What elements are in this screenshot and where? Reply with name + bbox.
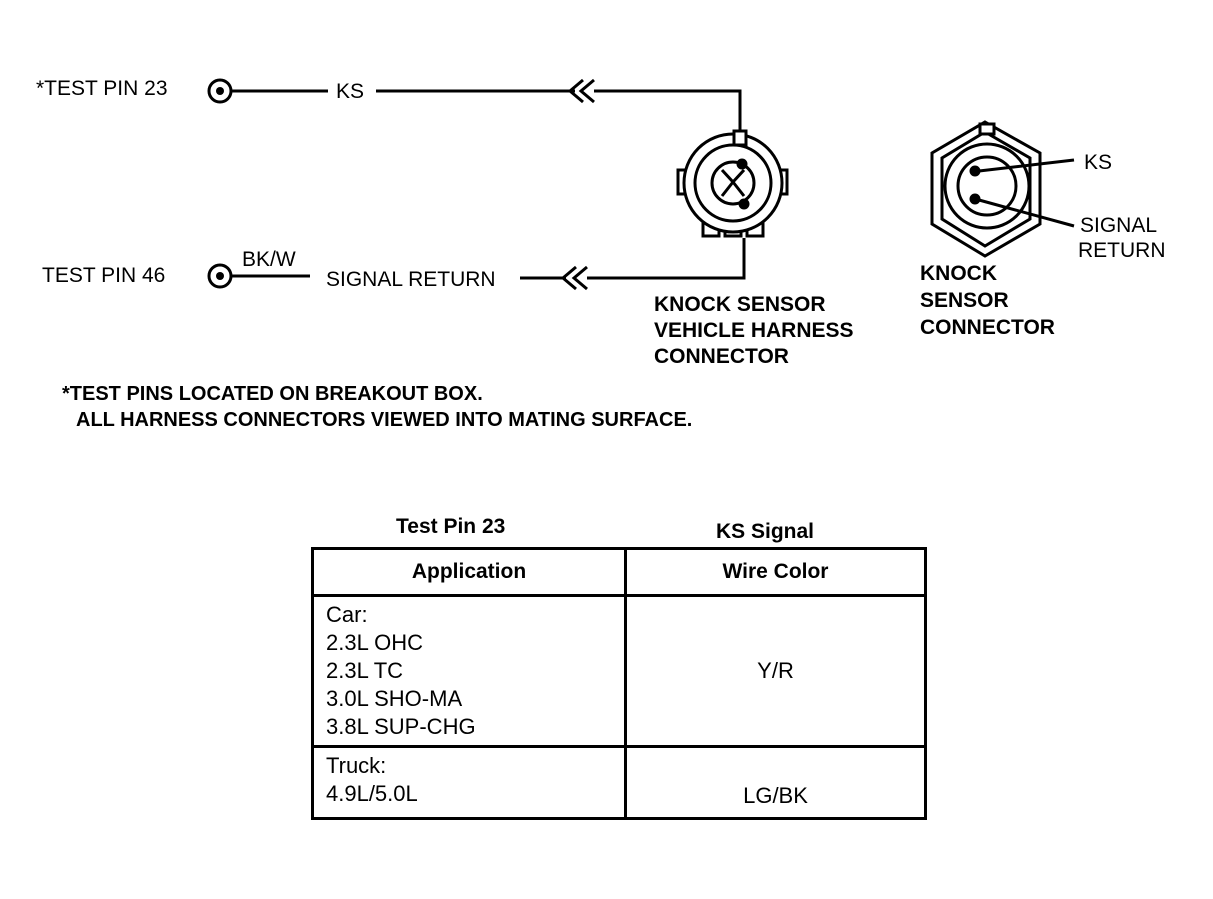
table-row: Truck: 4.9L/5.0L LG/BK xyxy=(311,745,927,820)
application-line: 3.8L SUP-CHG xyxy=(326,714,476,739)
application-line: 4.9L/5.0L xyxy=(326,781,418,806)
wire-color-table: Application Wire Color Car: 2.3L OHC 2.3… xyxy=(311,547,927,820)
test-pin-46-terminal-icon xyxy=(207,263,233,289)
harness-connector-label-line-3: CONNECTOR xyxy=(654,345,789,368)
header-wire-color: Wire Color xyxy=(624,547,927,597)
table-row: Car: 2.3L OHC 2.3L TC 3.0L SHO-MA 3.8L S… xyxy=(311,594,927,748)
note-test-pins: *TEST PINS LOCATED ON BREAKOUT BOX. xyxy=(62,383,483,405)
harness-connector-label-line-2: VEHICLE HARNESS xyxy=(654,319,854,342)
table-title-test-pin: Test Pin 23 xyxy=(396,515,506,538)
harness-connector-icon xyxy=(676,129,789,238)
application-line: Truck: xyxy=(326,753,387,778)
bkw-wire-color-label: BK/W xyxy=(242,248,296,271)
application-line: 2.3L OHC xyxy=(326,630,424,655)
test-pin-23-label: *TEST PIN 23 xyxy=(36,77,168,100)
return-wire-to-harness xyxy=(587,238,746,280)
application-cell: Truck: 4.9L/5.0L xyxy=(311,745,627,820)
note-harness-view: ALL HARNESS CONNECTORS VIEWED INTO MATIN… xyxy=(76,409,693,431)
application-line: Car: xyxy=(326,602,368,627)
application-line: 2.3L TC xyxy=(326,658,404,683)
wire-color-cell: LG/BK xyxy=(624,745,927,820)
ks-wire-connector-chevron-icon xyxy=(567,78,595,104)
ks-wire-label: KS xyxy=(336,80,365,103)
sensor-connector-label-line-2: SENSOR xyxy=(920,289,1009,312)
wire-color-cell: Y/R xyxy=(624,594,927,748)
sensor-signal-label: SIGNAL xyxy=(1080,214,1158,237)
sensor-connector-label-line-3: CONNECTOR xyxy=(920,316,1055,339)
signal-return-wire-label: SIGNAL RETURN xyxy=(326,268,496,291)
test-pin-23-terminal-icon xyxy=(207,78,233,104)
table-title-ks-signal: KS Signal xyxy=(716,520,815,543)
return-wire-connector-chevron-icon xyxy=(560,265,588,291)
knock-sensor-connector-icon xyxy=(930,120,1075,258)
application-cell: Car: 2.3L OHC 2.3L TC 3.0L SHO-MA 3.8L S… xyxy=(311,594,627,748)
harness-connector-label-line-1: KNOCK SENSOR xyxy=(654,293,826,316)
sensor-connector-label-line-1: KNOCK xyxy=(920,262,997,285)
header-application: Application xyxy=(311,547,627,597)
sensor-ks-label: KS xyxy=(1084,151,1113,174)
application-line: 3.0L SHO-MA xyxy=(326,686,463,711)
test-pin-46-label: TEST PIN 46 xyxy=(42,264,166,287)
table-header-row: Application Wire Color xyxy=(311,547,927,597)
ks-wire-to-harness xyxy=(594,89,742,140)
sensor-return-label: RETURN xyxy=(1078,239,1166,262)
